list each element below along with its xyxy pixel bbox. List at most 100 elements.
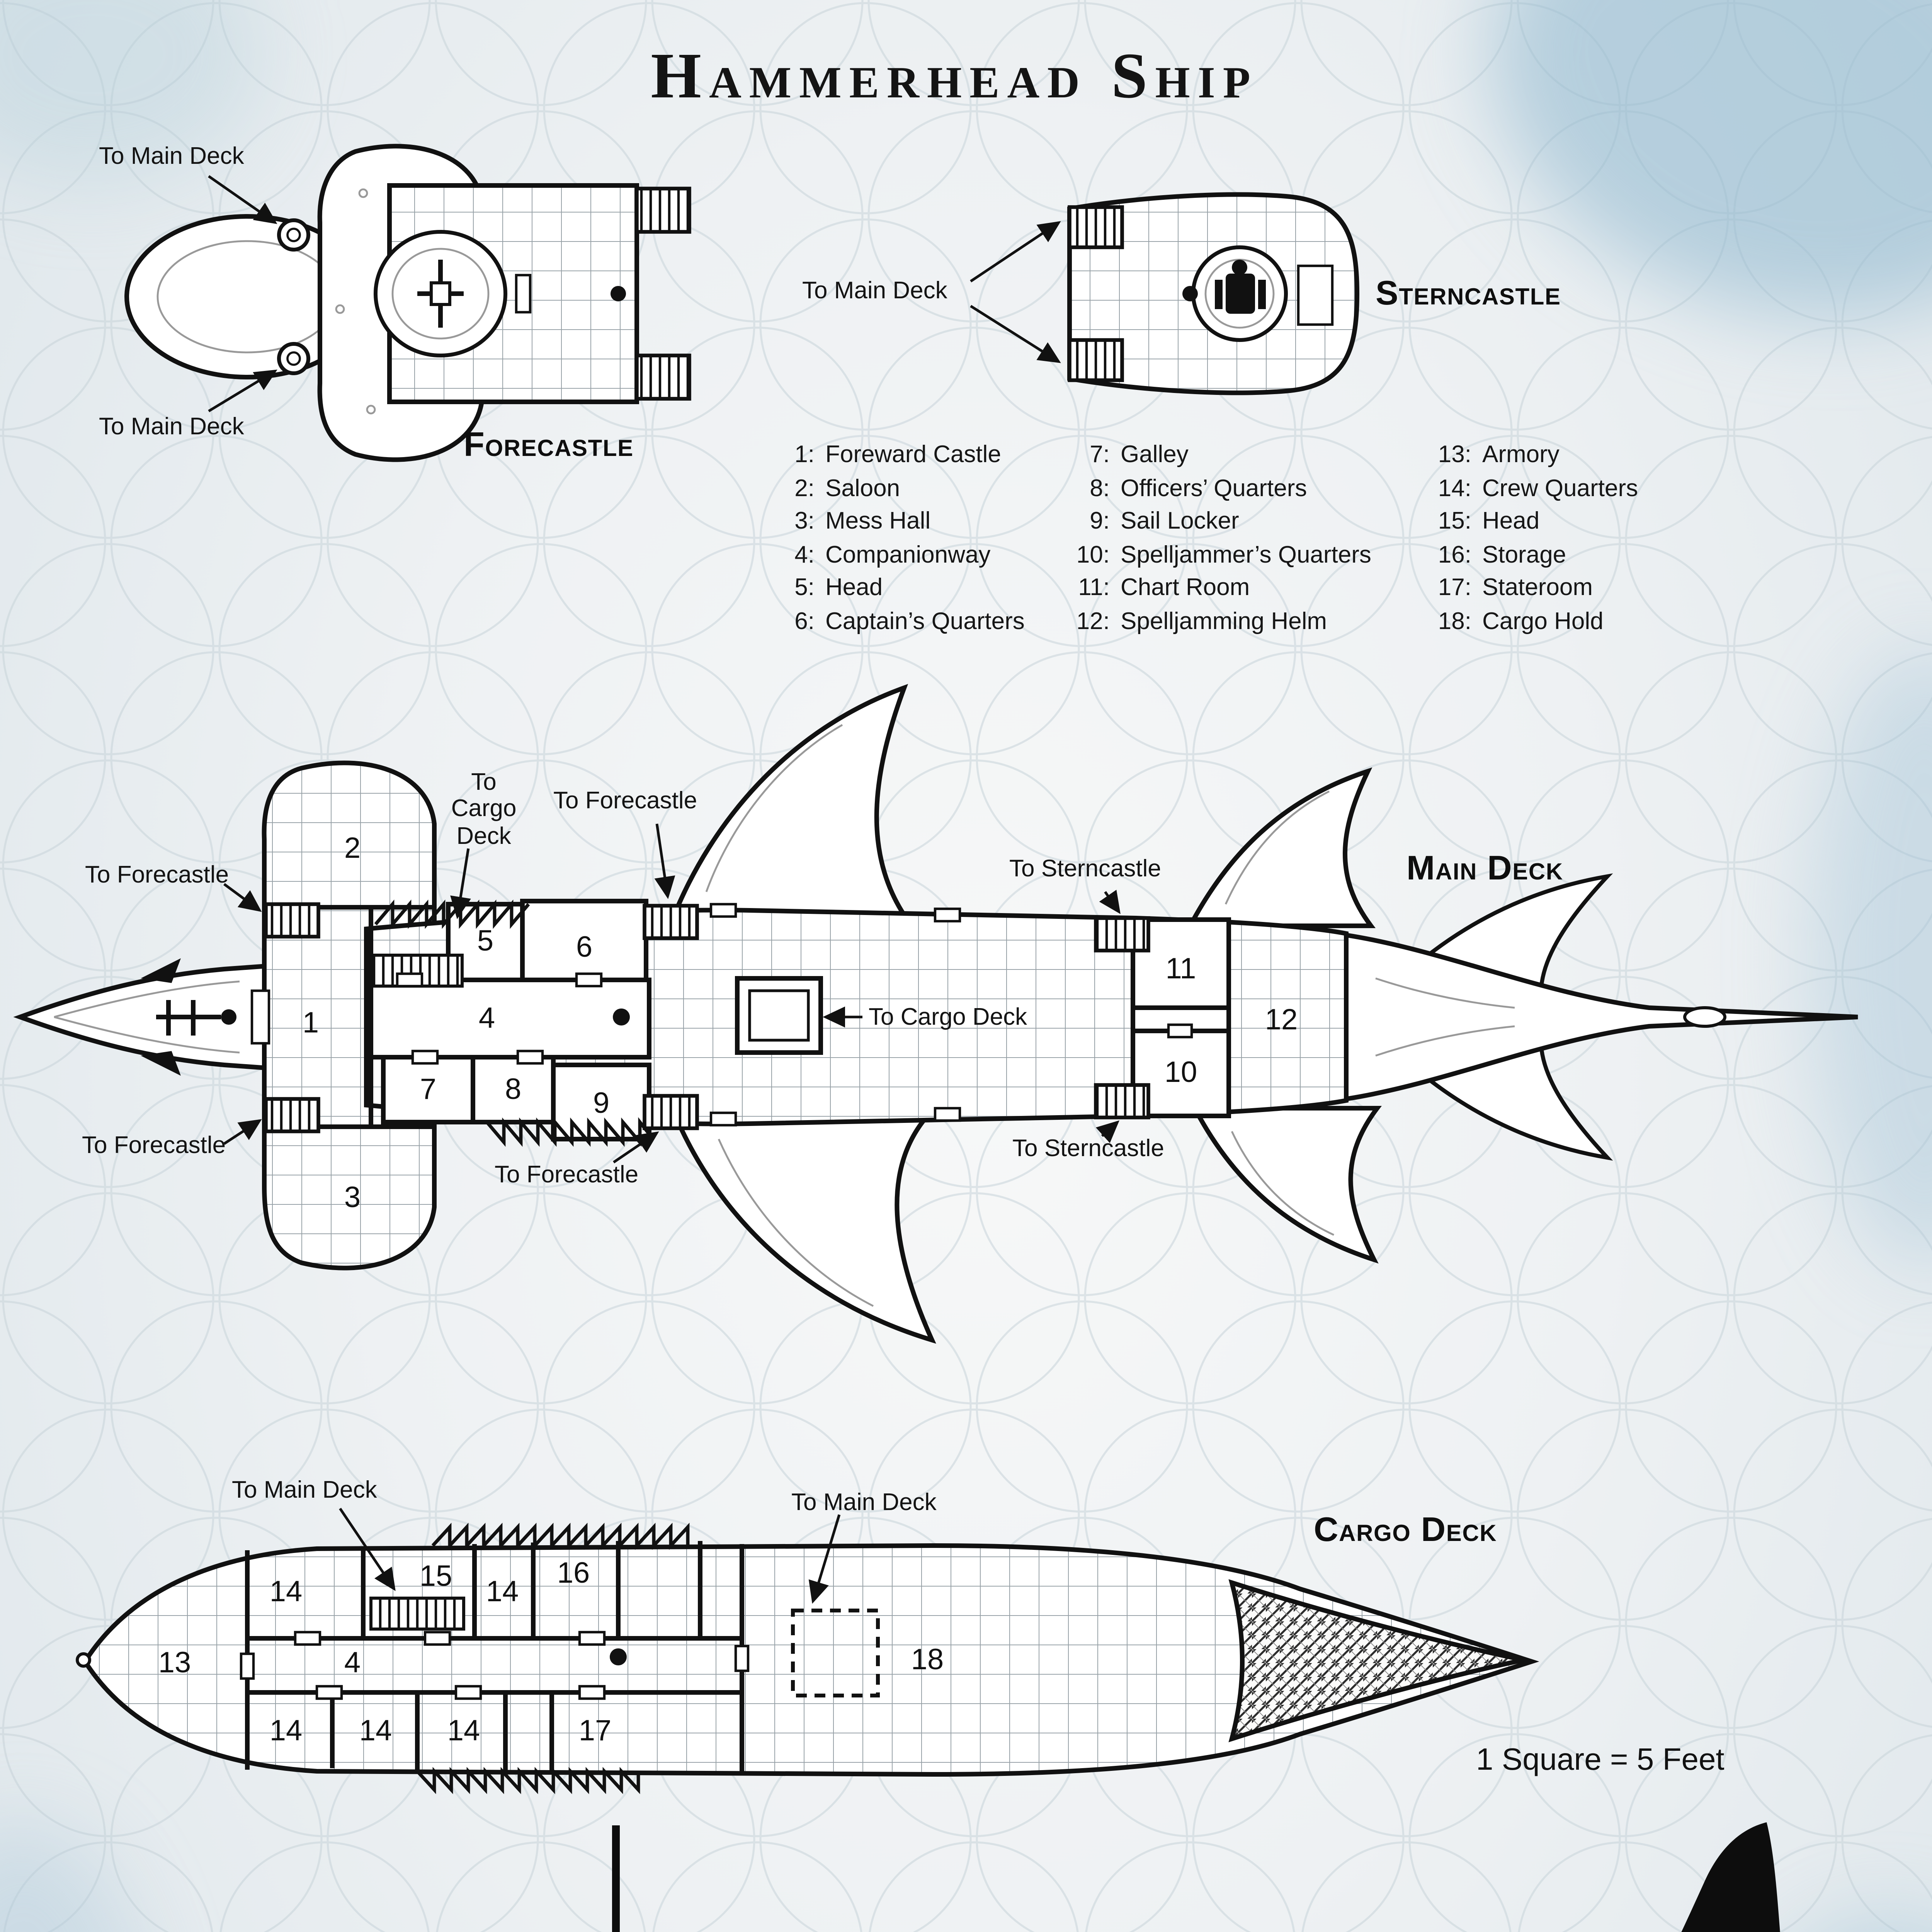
legend-column: 1:Foreward Castle 2:Saloon 3:Mess Hall 4…: [781, 442, 1025, 641]
sawtooth-edge: [485, 1117, 652, 1147]
nav-label-to-forecastle: To Forecastle: [82, 1133, 226, 1159]
legend-number: 8:: [1090, 475, 1110, 502]
ladder-hatch: [643, 1094, 699, 1130]
ladder-hatch: [635, 187, 691, 234]
legend-item: 4:Companionway: [781, 542, 1025, 575]
room-number: 3: [344, 1181, 361, 1214]
nav-label-to-main-deck: To Main Deck: [99, 414, 244, 440]
forecastle-title: Forecastle: [464, 425, 634, 464]
tail-spike: [1344, 932, 1858, 1102]
room-number: 13: [158, 1646, 191, 1679]
ladder-hatch: [635, 354, 691, 401]
ladder-hatch: [643, 904, 699, 940]
nav-label-to-sterncastle: To Sterncastle: [1012, 1136, 1164, 1162]
legend-number: 17:: [1438, 575, 1471, 601]
legend-item: 3:Mess Hall: [781, 509, 1025, 542]
nav-label-to-forecastle: To Forecastle: [85, 862, 229, 889]
mast-step: [611, 286, 626, 301]
forecastle-sterncastle-diagram: [124, 144, 1360, 462]
hatch-doors: [396, 903, 961, 1127]
room-number: 14: [486, 1575, 519, 1608]
legend-number: 16:: [1438, 542, 1471, 568]
legend-number: 12:: [1076, 608, 1110, 634]
nav-label-to-forecastle: To Forecastle: [495, 1162, 639, 1189]
spelljamming-helm-icon: [1215, 260, 1266, 314]
page-title: Hammerhead Ship: [651, 42, 1258, 113]
legend-item: 11:Chart Room: [1066, 575, 1371, 608]
legend-number: 11:: [1078, 575, 1110, 601]
room-number: 2: [344, 832, 361, 864]
sterncastle-title: Sterncastle: [1376, 274, 1561, 312]
legend-item: 14: Crew Quarters: [1427, 475, 1638, 509]
nav-arrows: [339, 1508, 841, 1604]
legend-item: 18:Cargo Hold: [1427, 608, 1638, 641]
ladder-hatch: [1068, 338, 1124, 382]
room-number: 16: [557, 1556, 590, 1589]
room-number: 11: [1166, 952, 1196, 985]
arrow: [208, 369, 277, 412]
legend-number: 2:: [794, 475, 815, 502]
companionway-stairs: [369, 1597, 465, 1631]
bow-tip: [76, 1652, 91, 1668]
legend-label: Officers’ Quarters: [1121, 475, 1307, 502]
legend-label: Spelljammer’s Quarters: [1121, 542, 1371, 568]
room-number: 18: [911, 1643, 944, 1676]
hatch-doors: [240, 1631, 750, 1700]
legend-number: 15:: [1438, 509, 1471, 535]
legend-item: 10: Spelljammer’s Quarters: [1066, 542, 1371, 575]
room-number: 4: [479, 1002, 495, 1034]
ladder-hatch: [264, 902, 320, 939]
legend-item: 15:Head: [1427, 509, 1638, 542]
room-number: 14: [270, 1575, 303, 1608]
cargo-deck-title: Cargo Deck: [1314, 1510, 1497, 1549]
room-numbers: 13 14 15 14 16 4 14 14 14 17 18: [158, 1556, 944, 1747]
room-number: 14: [270, 1714, 303, 1747]
ladder-hatch: [1094, 1083, 1150, 1119]
sawtooth-edge: [416, 1767, 640, 1794]
room-number: 17: [579, 1714, 612, 1747]
legend-item: 1:Foreward Castle: [781, 442, 1025, 475]
room-number: 7: [420, 1073, 436, 1105]
legend-label: Armory: [1482, 442, 1560, 468]
room-number: 14: [359, 1714, 392, 1747]
legend-label: Storage: [1482, 542, 1566, 568]
legend-number: 18:: [1438, 608, 1471, 634]
side-profile-diagram: [612, 1822, 1780, 1932]
legend-label: Galley: [1121, 442, 1189, 468]
nav-arrows: [223, 823, 1121, 1163]
windlass-icon: [417, 260, 464, 328]
room-number: 6: [576, 930, 592, 963]
deck-fitting: [250, 989, 270, 1045]
room-number: 9: [593, 1087, 609, 1119]
legend-number: 10:: [1076, 542, 1110, 568]
legend-column: 13: Armory 14: Crew Quarters 15:Head 16: St…: [1427, 442, 1638, 641]
legend-number: 13:: [1438, 442, 1471, 468]
room-number: 14: [447, 1714, 480, 1747]
mast-step: [1182, 286, 1198, 301]
legend-label: Crew Quarters: [1482, 475, 1638, 502]
room-number: 10: [1165, 1056, 1197, 1088]
nav-label-to-main-deck: To Main Deck: [802, 278, 947, 304]
arrow: [208, 175, 277, 224]
legend-number: 14:: [1438, 475, 1471, 502]
deck-fitting: [1297, 264, 1334, 326]
forecastle-plan: [124, 144, 691, 462]
ship-silhouette: [612, 1822, 1780, 1932]
room-numbers: 2 5 6 1 4 7 8 9 3 11 10 12: [303, 832, 1298, 1214]
ladder-hatch: [1068, 205, 1124, 249]
dorsal-fin: [669, 684, 1382, 1344]
main-deck-hatch-rings: [277, 218, 310, 375]
legend-number: 3:: [794, 509, 815, 535]
fin-contours: [705, 724, 1335, 1307]
legend-number: 1:: [794, 442, 815, 468]
legend-number: 5:: [794, 575, 815, 601]
nav-label-to-main-deck: To Main Deck: [99, 144, 244, 170]
legend-item: 5:Head: [781, 575, 1025, 608]
legend-number: 6:: [794, 608, 815, 634]
legend-item: 13: Armory: [1427, 442, 1638, 475]
windlass-icon: [156, 1000, 236, 1036]
main-deck-title: Main Deck: [1406, 849, 1563, 887]
legend-number: 9:: [1090, 509, 1110, 535]
